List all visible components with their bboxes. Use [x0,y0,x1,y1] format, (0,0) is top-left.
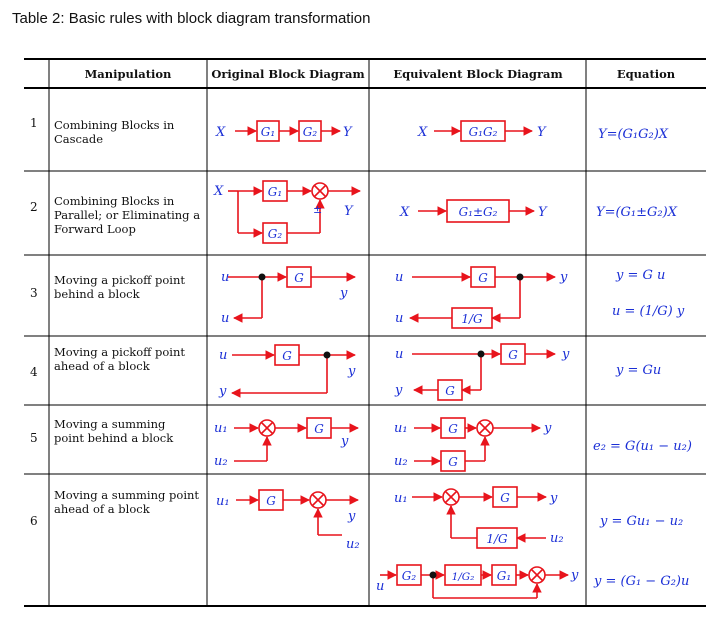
manipulation-text: Moving a summing point [54,488,199,502]
signal-label: y [347,364,356,379]
manipulation-text: ahead of a block [54,359,151,373]
block-label: G₁G₂ [469,125,498,139]
manipulation-text: Parallel; or Eliminating a [54,208,200,222]
block-label: G [282,349,292,363]
signal-label: u [221,270,229,285]
signal-label: y [340,434,349,449]
pickoff-point [477,350,485,358]
header-equivalent: Equivalent Block Diagram [393,67,562,81]
equation-text: e₂ = G(u₁ − u₂) [593,439,692,454]
manipulation-text: Combining Blocks in [54,118,175,132]
manipulation-text: Cascade [54,132,103,146]
equation-text: y = Gu [615,363,661,378]
signal-label: u₂ [214,454,228,469]
signal-label: u₁ [214,421,228,436]
signal-label: y [543,421,552,436]
signal-label: y [394,383,403,398]
equation-text: Y=(G₁±G₂)X [596,205,678,220]
signal-label: u [395,311,403,326]
pickoff-point [429,571,437,579]
header-manipulation: Manipulation [85,67,172,81]
block-label: G [266,494,276,508]
block-label: G [508,348,518,362]
signal-label: Y [344,204,354,219]
row-number: 1 [30,116,38,130]
pickoff-points [258,273,524,579]
header-equation: Equation [617,67,676,81]
signal-label: Y [343,125,353,140]
block-label: G [478,271,488,285]
manipulation-text: Combining Blocks in [54,194,175,208]
signal-label: y [347,509,356,524]
row-number: 4 [30,365,38,379]
block-label: 1/G₂ [452,571,475,583]
signal-label: y [559,270,568,285]
manipulation-text: point behind a block [54,431,174,445]
equation-text: y = (G₁ − G₂)u [593,574,689,589]
signal-label: u [376,579,384,594]
block-label: G₁ [268,185,282,199]
signal-label: u₁ [216,494,230,509]
equation-text: Y=(G₁G₂)X [598,127,669,142]
block-label: G₂ [268,227,283,241]
signal-label: y [549,491,558,506]
signal-label: u [395,347,403,362]
block-label: G₂ [303,125,318,139]
block-label: 1/G [461,312,483,326]
equation-text: u = (1/G) y [612,304,685,319]
signal-label: u₂ [550,531,564,546]
sign-label: ± [313,203,322,216]
signal-label: u₁ [394,491,408,506]
block-label: G [445,384,455,398]
signal-label: u₁ [394,421,408,436]
signal-label: X [399,205,410,220]
block-label: G [314,422,324,436]
block-label: G [448,422,458,436]
table-caption: Table 2: Basic rules with block diagram … [12,10,371,27]
signal-label: y [561,347,570,362]
manipulation-text: ahead of a block [54,502,151,516]
manipulation-text: Forward Loop [54,222,136,236]
signal-label: Y [537,125,547,140]
signal-label: u₂ [346,537,360,552]
signal-label: u₂ [394,454,408,469]
equation-text: y = Gu₁ − u₂ [599,514,683,529]
signal-label: X [417,125,428,140]
manipulation-text: behind a block [54,287,141,301]
pickoff-point [516,273,524,281]
row-number: 3 [30,286,38,300]
row-number: 5 [30,431,38,445]
pickoff-point [258,273,266,281]
signal-label: u [395,270,403,285]
signal-label: y [570,568,579,583]
block-label: G [448,455,458,469]
diagrams [228,120,569,599]
signal-label: Y [538,205,548,220]
block-label: G [500,491,510,505]
signal-label: y [218,384,227,399]
signal-label: X [215,125,226,140]
manipulation-text: Moving a pickoff point [54,345,185,359]
manipulation-text: Moving a pickoff point [54,273,185,287]
block-label: G₁±G₂ [459,205,498,219]
signal-label: y [339,286,348,301]
header-original: Original Block Diagram [211,67,364,81]
row-number: 6 [30,514,38,528]
block-label: G₁ [261,125,275,139]
signal-label: u [219,348,227,363]
block-label: G₂ [402,569,417,583]
equation-text: y = G u [615,268,665,283]
block-label: G₁ [497,569,511,583]
signal-label: u [221,311,229,326]
signal-label: X [213,184,224,199]
manipulation-text: Moving a summing [54,417,166,431]
block-label: 1/G [486,532,508,546]
table-rules [24,58,706,607]
block-label: G [294,271,304,285]
row-number: 2 [30,200,38,214]
pickoff-point [323,351,331,359]
